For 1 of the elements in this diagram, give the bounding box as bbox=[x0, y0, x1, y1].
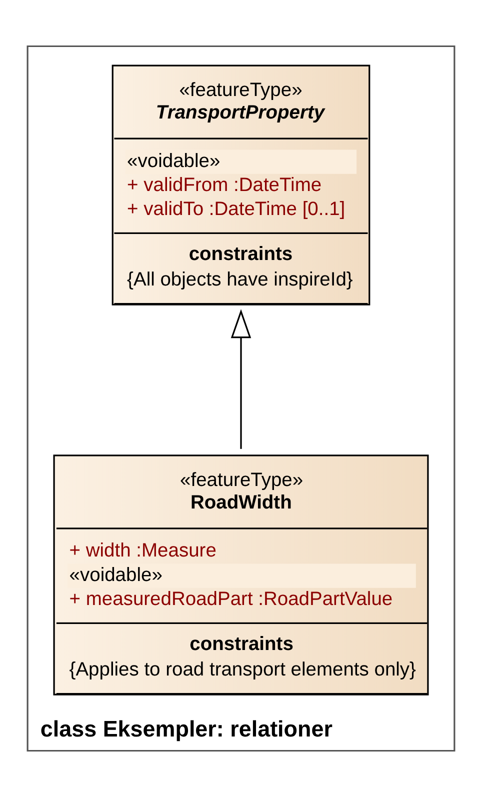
arrow bbox=[230, 308, 252, 448]
